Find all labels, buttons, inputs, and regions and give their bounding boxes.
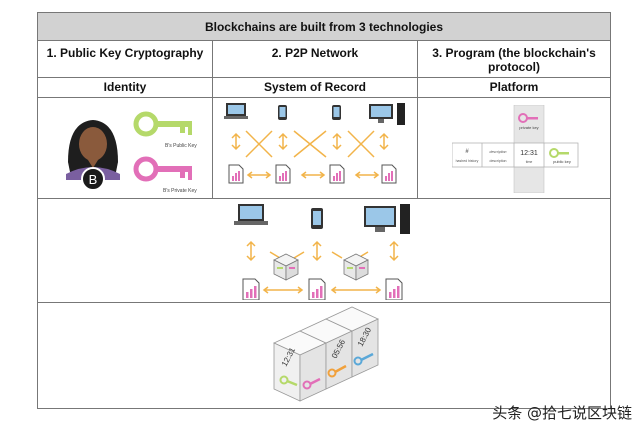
cell-hash: # [465,149,469,155]
subheader-system-of-record: System of Record [263,80,367,94]
public-key-icon [133,111,192,137]
row-divider-2 [38,302,610,303]
watermark: 头条 @拾七说区块链 [492,404,632,422]
network-arrows [246,240,399,294]
key-orange-icon [327,368,337,378]
avatar-letter: B [89,172,98,187]
platform-public-key-label: public key [553,159,571,164]
blockchain-network-illustration [234,204,410,300]
ledger-icon [381,164,397,184]
avatar-badge: B [81,167,105,191]
public-key-label: B's Public Key [165,143,197,149]
p2p-network-illustration [224,103,405,184]
block-cube-1: 12:31 [273,330,327,402]
cell-time-label: time [526,160,533,164]
cell-description: description [490,150,507,154]
row-divider-headers [38,77,610,78]
diagram-table: Blockchains are built from 3 technologie… [37,12,611,409]
column-header-program: 3. Program (the blockchain's protocol) [432,46,596,74]
block-cube-3: 18:30 [325,306,379,378]
phone-icon [332,105,341,120]
column-header-p2p: 2. P2P Network [271,46,359,60]
ledger-icon [242,278,260,300]
cell-hash-label: hashed history [456,159,479,163]
network-arrows [231,130,389,179]
row-divider-subheaders [38,97,610,98]
phone-icon [311,208,323,229]
block-cube-2: 05:56 [299,318,353,390]
column-divider-1 [212,40,213,198]
laptop-icon [224,103,248,119]
cell-time: 12:31 [520,150,538,157]
diagram-title: Blockchains are built from 3 technologie… [38,13,610,41]
private-key-icon [518,113,538,123]
blockchain-cubes-illustration: 12:31 05:56 18:30 [273,306,379,402]
private-key-icon [133,156,192,182]
ledger-icon [308,278,326,300]
column-header-crypto: 1. Public Key Cryptography [46,46,204,60]
public-key-icon [549,148,569,158]
identity-illustration: B B's Public Key B's Private Key [66,111,197,194]
column-divider-2 [417,40,418,198]
desktop-icon [369,103,405,125]
subheader-identity: Identity [103,80,147,94]
cell-description-label: description [490,159,507,163]
block-cube-icon [273,253,299,281]
desktop-icon [364,204,410,234]
ledger-icon [275,164,291,184]
platform-private-key-label: private key [519,125,538,130]
row-divider-1 [38,198,610,199]
ledger-icon [385,278,403,300]
block-cube-icon [343,253,369,281]
ledger-icon [329,164,345,184]
platform-illustration: private key # hashed history description… [452,105,579,193]
private-key-label: B's Private Key [163,188,197,194]
phone-icon [278,105,287,120]
ledger-icon [228,164,244,184]
subheader-platform: Platform [489,80,539,94]
laptop-icon [234,204,268,225]
